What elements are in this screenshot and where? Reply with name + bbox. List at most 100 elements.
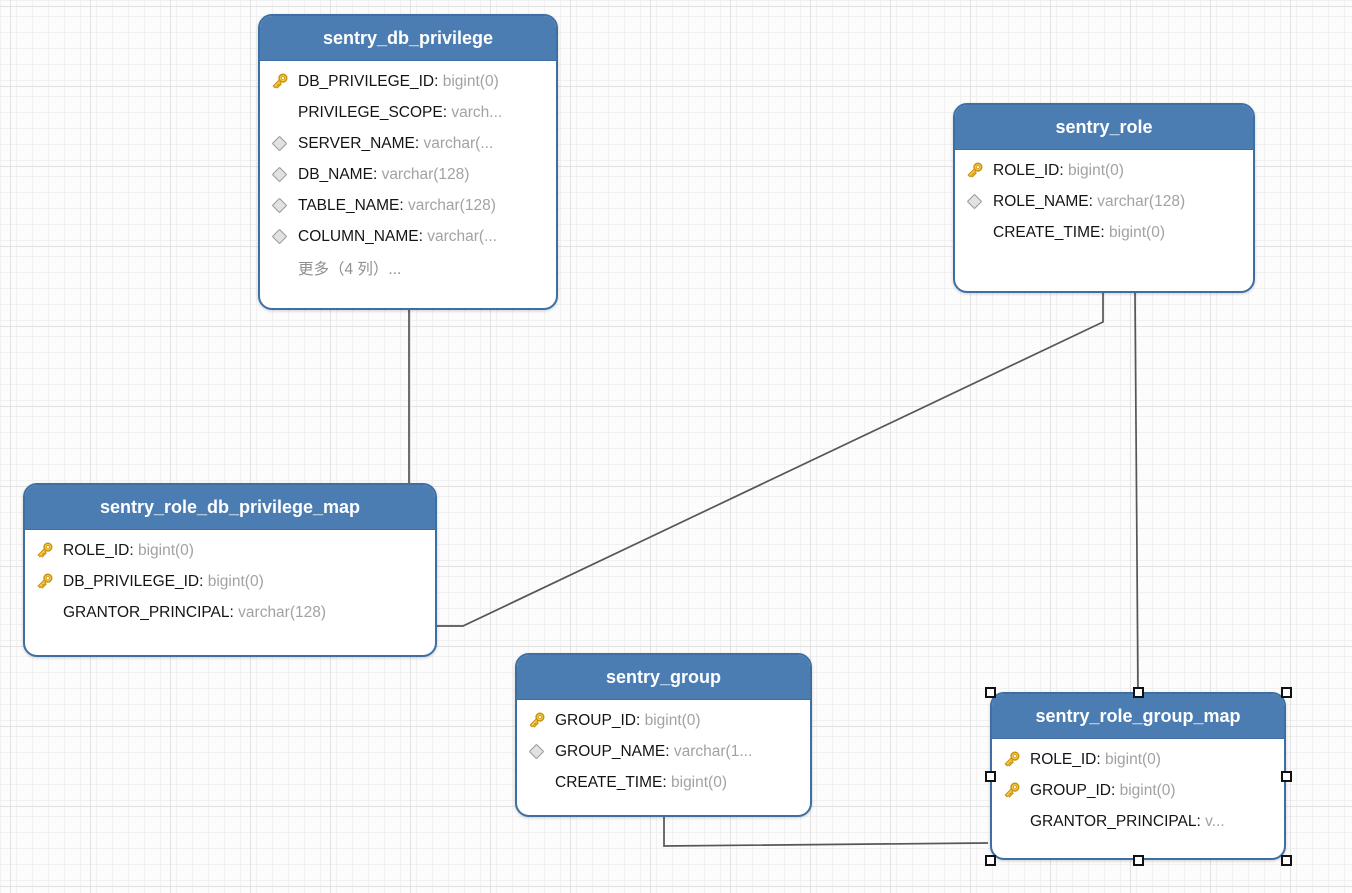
primary-key-icon-cell	[992, 780, 1030, 802]
primary-key-icon-cell	[517, 710, 555, 732]
field-name: DB_PRIVILEGE_ID	[63, 572, 200, 590]
field-label: GROUP_ID: bigint(0)	[1030, 781, 1176, 799]
index-diamond-icon	[271, 135, 287, 152]
index-diamond-icon	[966, 193, 982, 210]
field-row-GROUP_ID[interactable]: GROUP_ID: bigint(0)	[992, 775, 1284, 806]
field-type: varchar(...	[427, 227, 497, 245]
field-name: COLUMN_NAME	[298, 227, 419, 245]
relationship-connector-sentry_role-to-sentry_role_group_map[interactable]	[1134, 291, 1139, 692]
field-label: CREATE_TIME: bigint(0)	[993, 223, 1165, 241]
table-title[interactable]: sentry_role_group_map	[992, 694, 1284, 739]
field-type: bigint(0)	[1067, 161, 1124, 179]
selection-handle[interactable]	[1132, 686, 1144, 698]
selection-handle[interactable]	[984, 770, 996, 782]
field-name: SERVER_NAME	[298, 134, 415, 152]
field-name: ROLE_ID	[63, 541, 130, 559]
field-type: varchar(128)	[407, 196, 496, 214]
field-row-GROUP_NAME[interactable]: GROUP_NAME: varchar(1...	[517, 736, 810, 767]
field-label: ROLE_ID: bigint(0)	[63, 541, 194, 559]
primary-key-icon-cell	[260, 71, 298, 93]
field-label: ROLE_ID: bigint(0)	[993, 161, 1124, 179]
field-label: COLUMN_NAME: varchar(...	[298, 227, 497, 245]
field-label: ROLE_NAME: varchar(128)	[993, 192, 1186, 210]
index-diamond-icon	[271, 166, 287, 183]
primary-key-icon	[1004, 751, 1020, 767]
index-diamond-icon	[271, 197, 287, 214]
selection-handle[interactable]	[1280, 770, 1292, 782]
field-row-DB_PRIVILEGE_ID[interactable]: DB_PRIVILEGE_ID: bigint(0)	[260, 66, 556, 97]
field-type: varchar(128)	[1097, 192, 1186, 210]
field-label: GRANTOR_PRINCIPAL: v...	[1030, 812, 1225, 830]
field-type: bigint(0)	[644, 711, 701, 729]
field-name: ROLE_ID	[993, 161, 1060, 179]
field-name: DB_NAME	[298, 165, 373, 183]
table-field-list: ROLE_ID: bigint(0) ROLE_NAME: varchar(128…	[955, 150, 1253, 248]
table-field-list: GROUP_ID: bigint(0) GROUP_NAME: varchar(1…	[517, 700, 810, 798]
primary-key-icon-cell	[992, 749, 1030, 771]
field-type: bigint(0)	[137, 541, 194, 559]
field-name: PRIVILEGE_SCOPE	[298, 103, 443, 121]
table-field-list: DB_PRIVILEGE_ID: bigint(0) PRIVILEGE_SCOP…	[260, 61, 556, 283]
field-type: varchar(128)	[238, 603, 327, 621]
relationship-connector-sentry_role-to-sentry_role_db_privilege_map[interactable]	[437, 292, 1104, 627]
selection-handle[interactable]	[984, 854, 996, 866]
field-label: ROLE_ID: bigint(0)	[1030, 750, 1161, 768]
field-name: TABLE_NAME	[298, 196, 400, 214]
field-name: ROLE_NAME	[993, 192, 1089, 210]
field-row-ROLE_ID[interactable]: ROLE_ID: bigint(0)	[955, 155, 1253, 186]
field-label: TABLE_NAME: varchar(128)	[298, 196, 496, 214]
selection-handle[interactable]	[1280, 854, 1292, 866]
field-label: SERVER_NAME: varchar(...	[298, 134, 494, 152]
field-name: GROUP_NAME	[555, 742, 666, 760]
field-label: DB_NAME: varchar(128)	[298, 165, 470, 183]
primary-key-icon-cell	[25, 540, 63, 562]
field-type: bigint(0)	[671, 773, 727, 791]
primary-key-icon	[529, 712, 545, 728]
field-type: bigint(0)	[1119, 781, 1176, 799]
selection-handle[interactable]	[1280, 686, 1292, 698]
index-diamond-icon-cell	[260, 166, 298, 183]
table-title[interactable]: sentry_role_db_privilege_map	[25, 485, 435, 530]
selection-handle[interactable]	[984, 686, 996, 698]
table-title[interactable]: sentry_role	[955, 105, 1253, 150]
more-columns-row[interactable]: 更多（4 列）...	[260, 252, 556, 283]
field-type: bigint(0)	[1109, 223, 1165, 241]
table-field-list: ROLE_ID: bigint(0) GROUP_ID: bigint(0) GRA…	[992, 739, 1284, 837]
field-row-CREATE_TIME[interactable]: CREATE_TIME: bigint(0)	[517, 767, 810, 798]
field-label: CREATE_TIME: bigint(0)	[555, 773, 727, 791]
selection-handle[interactable]	[1132, 854, 1144, 866]
field-row-PRIVILEGE_SCOPE[interactable]: PRIVILEGE_SCOPE: varch...	[260, 97, 556, 128]
table-title[interactable]: sentry_group	[517, 655, 810, 700]
field-row-CREATE_TIME[interactable]: CREATE_TIME: bigint(0)	[955, 217, 1253, 248]
field-row-GROUP_ID[interactable]: GROUP_ID: bigint(0)	[517, 705, 810, 736]
field-row-DB_NAME[interactable]: DB_NAME: varchar(128)	[260, 159, 556, 190]
index-diamond-icon-cell	[260, 197, 298, 214]
index-diamond-icon-cell	[260, 228, 298, 245]
field-row-DB_PRIVILEGE_ID[interactable]: DB_PRIVILEGE_ID: bigint(0)	[25, 566, 435, 597]
field-row-COLUMN_NAME[interactable]: COLUMN_NAME: varchar(...	[260, 221, 556, 252]
primary-key-icon	[967, 162, 983, 178]
field-row-SERVER_NAME[interactable]: SERVER_NAME: varchar(...	[260, 128, 556, 159]
field-row-ROLE_ID[interactable]: ROLE_ID: bigint(0)	[25, 535, 435, 566]
field-row-TABLE_NAME[interactable]: TABLE_NAME: varchar(128)	[260, 190, 556, 221]
table-title[interactable]: sentry_db_privilege	[260, 16, 556, 61]
field-type: v...	[1205, 812, 1225, 830]
field-name: GRANTOR_PRINCIPAL	[1030, 812, 1197, 830]
field-row-GRANTOR_PRINCIPAL[interactable]: GRANTOR_PRINCIPAL: v...	[992, 806, 1284, 837]
field-label: PRIVILEGE_SCOPE: varch...	[298, 103, 503, 121]
primary-key-icon-cell	[25, 571, 63, 593]
field-name: CREATE_TIME	[555, 773, 663, 791]
primary-key-icon	[272, 73, 288, 89]
field-row-ROLE_ID[interactable]: ROLE_ID: bigint(0)	[992, 744, 1284, 775]
relationship-connector-sentry_group-to-sentry_role_group_map[interactable]	[663, 817, 989, 847]
field-row-GRANTOR_PRINCIPAL[interactable]: GRANTOR_PRINCIPAL: varchar(128)	[25, 597, 435, 628]
field-row-ROLE_NAME[interactable]: ROLE_NAME: varchar(128)	[955, 186, 1253, 217]
field-label: GROUP_ID: bigint(0)	[555, 711, 701, 729]
